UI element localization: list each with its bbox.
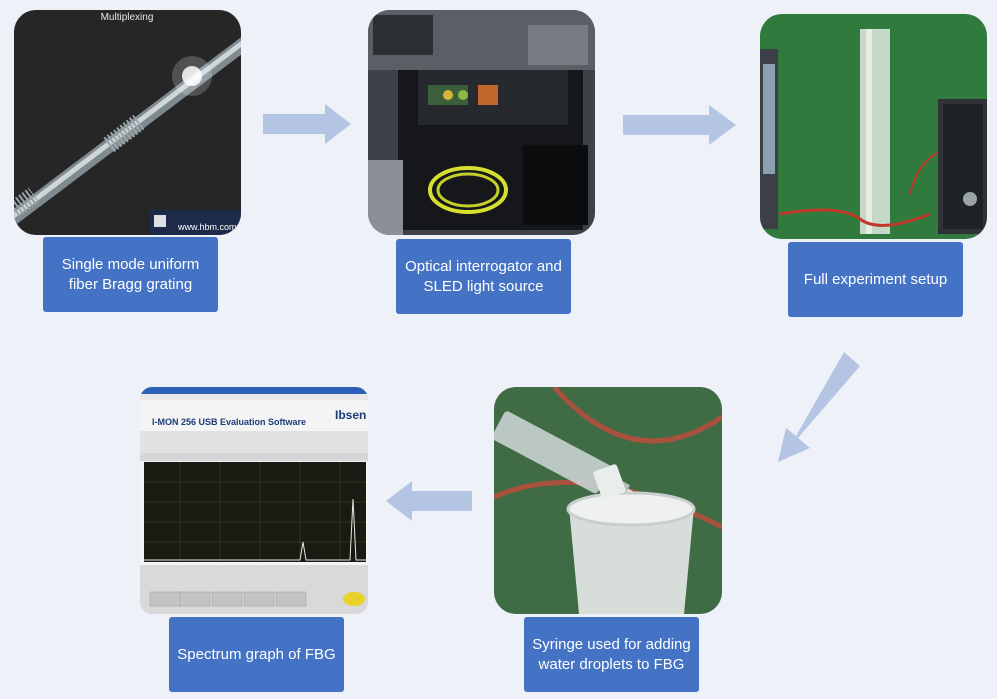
spectrum-software-screenshot: I-MON 256 USB Evaluation Software Ibsen: [140, 387, 368, 614]
software-title: I-MON 256 USB Evaluation Software: [152, 417, 306, 427]
caption-spectrum-graph: Spectrum graph of FBG: [169, 617, 344, 692]
caption-full-experiment-setup: Full experiment setup: [788, 242, 963, 317]
arrow-left: [384, 481, 474, 521]
software-brand: Ibsen: [335, 408, 366, 422]
optical-interrogator-photo: [368, 10, 595, 235]
fiber-photo-title: Multiplexing: [101, 12, 154, 23]
fiber-bragg-grating-photo: Multiplexing www.hbm.com/: [14, 10, 241, 235]
fiber-photo-url: www.hbm.com/: [177, 222, 240, 232]
syringe-photo: [494, 387, 722, 614]
experiment-setup-photo: [760, 14, 987, 239]
caption-fiber-bragg-grating: Single mode uniform fiber Bragg grating: [43, 237, 218, 312]
arrow-right-2: [623, 105, 738, 145]
arrow-right-1: [263, 104, 353, 144]
arrow-down-left: [774, 352, 862, 464]
caption-optical-interrogator: Optical interrogator and SLED light sour…: [396, 239, 571, 314]
caption-syringe: Syringe used for adding water droplets t…: [524, 617, 699, 692]
